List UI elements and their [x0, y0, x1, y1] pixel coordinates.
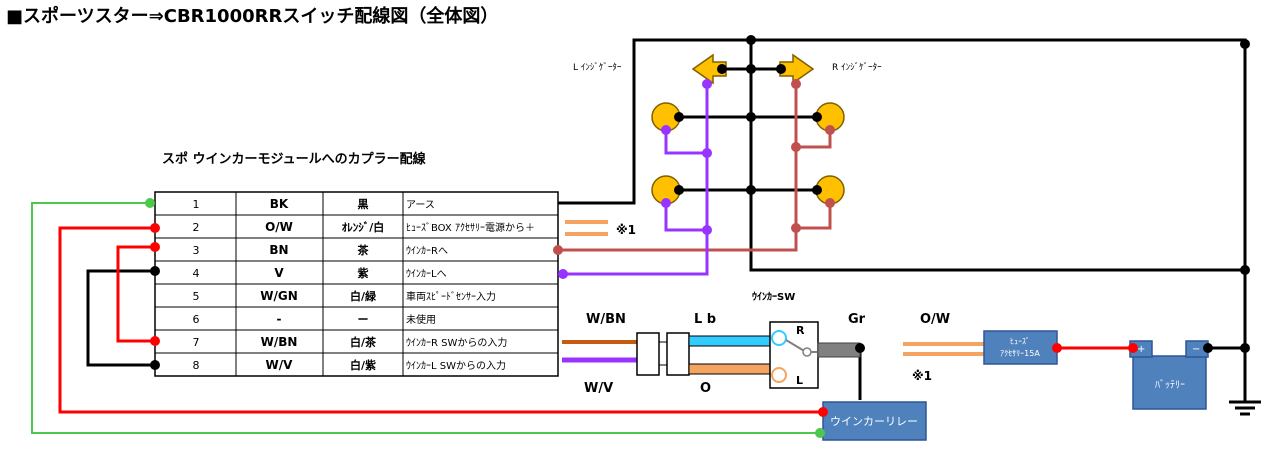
cell-desc-1: アース: [406, 200, 435, 211]
gray-wire: [817, 342, 861, 358]
note1-right: ※1: [912, 369, 932, 383]
sw-r-label: R: [796, 324, 805, 337]
cell-color-1: 黒: [358, 198, 369, 211]
cell-code-6: -: [277, 312, 282, 326]
cell-code-7: W/BN: [261, 335, 298, 349]
fuse-label-1: ﾋｭｰｽﾞ: [1010, 337, 1030, 346]
cell-pin-5: 5: [193, 290, 200, 303]
winker-switch: [769, 321, 819, 389]
cell-desc-4: ｳｲﾝｶｰLへ: [406, 268, 447, 280]
cell-pin-6: 6: [193, 313, 200, 326]
cell-color-6: ー: [358, 313, 369, 326]
cell-pin-4: 4: [193, 267, 200, 280]
cell-pin-3: 3: [193, 244, 200, 257]
cell-pin-2: 2: [193, 221, 200, 234]
battery-label: ﾊﾞｯﾃﾘｰ: [1155, 379, 1185, 391]
gr-label: Gr: [848, 312, 866, 327]
cell-desc-2: ﾋｭｰｽﾞBOX ｱｸｾｻﾘｰ電源から＋: [406, 221, 535, 234]
battery-plus: +: [1137, 344, 1145, 355]
cell-pin-8: 8: [193, 359, 200, 372]
cell-code-3: BN: [269, 243, 288, 257]
orange-wire-marker-right: [903, 342, 984, 356]
cell-pin-7: 7: [193, 336, 200, 349]
cell-color-4: 紫: [358, 266, 369, 280]
cell-desc-8: ｳｲﾝｶｰL SWからの入力: [406, 359, 506, 372]
coupler-table: 1 BK 黒 アース 2 O/W ｵﾚﾝｼﾞ/白 ﾋｭｰｽﾞBOX ｱｸｾｻﾘｰ電源から＋ 3 B…: [154, 191, 559, 377]
r-indicator-label: R ｲﾝｼﾞｹﾞｰﾀｰ: [832, 62, 882, 73]
fuse-label-2: ｱｸｾｻﾘｰ15A: [1000, 349, 1040, 358]
green-wire: [31, 202, 820, 434]
brown-wire-r: [558, 84, 832, 252]
note1-left: ※1: [616, 223, 636, 237]
orange-wire-marker-left: [565, 220, 608, 236]
cell-color-2: ｵﾚﾝｼﾞ/白: [342, 220, 385, 234]
cell-pin-1: 1: [193, 198, 200, 211]
l-indicator-label: L ｲﾝｼﾞｹﾞｰﾀｰ: [573, 62, 622, 73]
w-bn-label: W/BN: [586, 312, 626, 327]
lb-label: L b: [694, 312, 716, 327]
winker-relay: [822, 401, 927, 441]
o-label: O: [700, 381, 711, 396]
switch-harness: [562, 332, 771, 376]
cell-color-3: 茶: [357, 243, 370, 257]
battery: [1129, 340, 1209, 410]
cell-code-1: BK: [270, 197, 289, 211]
cell-desc-3: ｳｲﾝｶｰRへ: [406, 245, 448, 257]
cell-color-8: 白/紫: [350, 358, 376, 372]
sw-l-label: L: [796, 374, 803, 387]
cell-desc-7: ｳｲﾝｶｰR SWからの入力: [406, 336, 507, 349]
junction-dots: [145, 35, 1250, 438]
cell-code-8: W/V: [266, 358, 294, 372]
ow-label: O/W: [920, 312, 950, 327]
coupler-title: スポ ウインカーモジュールへのカプラー配線: [162, 151, 427, 167]
page-title: ■スポーツスター⇒CBR1000RRスイッチ配線図（全体図）: [6, 5, 498, 27]
relay-label: ウインカーリレー: [830, 415, 918, 428]
cell-color-5: 白/緑: [350, 289, 377, 303]
cell-code-2: O/W: [265, 220, 293, 234]
purple-wire-l: [560, 84, 709, 276]
fuse-box: [983, 330, 1058, 365]
cell-desc-5: 車両ｽﾋﾟｰﾄﾞｾﾝｻｰ入力: [406, 290, 496, 303]
winker-sw-label: ｳｲﾝｶｰSW: [752, 291, 795, 303]
battery-minus: −: [1192, 344, 1200, 355]
cell-color-7: 白/茶: [350, 335, 377, 349]
w-v-label: W/V: [584, 381, 613, 396]
red-wires: [58, 226, 1133, 414]
cell-code-4: V: [274, 266, 284, 280]
cell-desc-6: 未使用: [406, 313, 436, 326]
cell-code-5: W/GN: [260, 289, 298, 303]
